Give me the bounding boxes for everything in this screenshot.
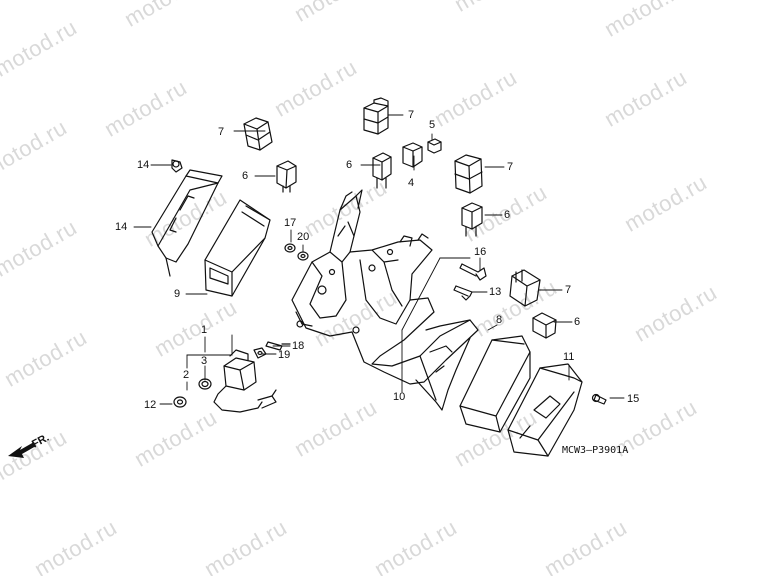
ecu-9	[204, 199, 271, 297]
component-3	[213, 349, 277, 413]
diagram-code: MCW3—P3901A	[562, 445, 629, 456]
fuse-5	[427, 138, 442, 154]
callout-label: 14	[115, 221, 128, 233]
collar-20	[297, 251, 309, 261]
cover-11	[507, 363, 583, 457]
callout-label: 17	[284, 217, 297, 229]
callout-label: 20	[297, 231, 310, 243]
collar-18	[173, 396, 187, 408]
callout-label: 11	[563, 351, 575, 363]
callout-label: 8	[496, 314, 503, 326]
callout-label: 7	[507, 161, 514, 173]
callout-label: 6	[504, 209, 511, 221]
callout-label: 1	[201, 324, 208, 336]
relay-7-right	[454, 154, 483, 194]
bolt-15	[459, 263, 487, 281]
bracket-10	[291, 189, 479, 411]
callout-label: 7	[408, 109, 415, 121]
callout-label: 10	[393, 391, 406, 403]
callout-label: 19	[278, 349, 291, 361]
callout-label: 7	[218, 126, 225, 138]
callout-label: 16	[474, 246, 487, 258]
relay-7-top	[363, 97, 389, 135]
callout-label: 6	[242, 170, 249, 182]
relay-7-lower	[509, 269, 541, 307]
callout-label: 4	[408, 177, 415, 189]
relay-6-lower	[532, 312, 557, 339]
front-arrow-icon	[8, 442, 36, 458]
callout-label: 9	[174, 288, 181, 300]
grommet-17	[284, 243, 296, 253]
callout-label: 5	[429, 119, 436, 131]
relay-6-left	[276, 160, 297, 193]
callout-label: 6	[574, 316, 581, 328]
callout-label: 12	[144, 399, 157, 411]
callout-label: 18	[292, 340, 305, 352]
callout-label: 6	[346, 159, 353, 171]
callout-label: 3	[201, 355, 208, 367]
callout-label: 7	[565, 284, 572, 296]
nut-19	[253, 347, 267, 359]
callout-label: 13	[489, 286, 502, 298]
leader-lines	[133, 114, 625, 405]
relay-6-mid	[372, 152, 392, 189]
grommet-2	[198, 378, 212, 390]
bolt-13	[453, 285, 473, 301]
screw-14-left	[171, 159, 183, 173]
callout-label: 15	[627, 393, 640, 405]
relay-6-right	[461, 202, 483, 237]
relay-7-left	[243, 117, 273, 151]
bolt-16	[265, 341, 291, 351]
box-8	[459, 335, 531, 433]
callout-label: 2	[183, 369, 190, 381]
callout-label: 14	[137, 159, 150, 171]
relay-4	[402, 142, 423, 168]
screw-14-right	[591, 393, 607, 405]
cover-12	[151, 169, 223, 277]
